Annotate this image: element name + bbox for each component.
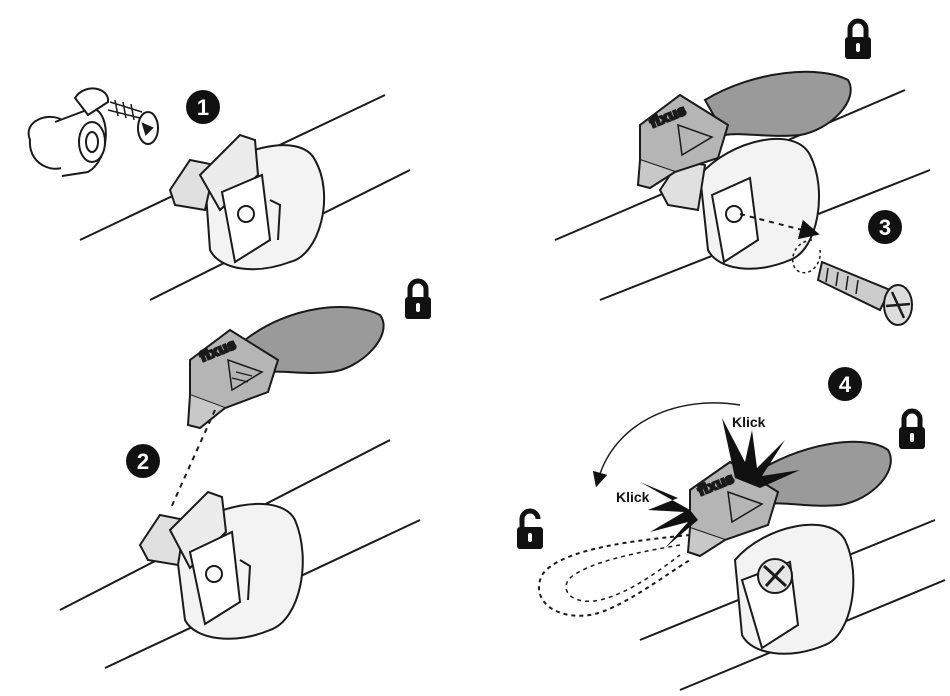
quick-release-lever-closed: fixus bbox=[686, 440, 892, 558]
handlebar-clamp bbox=[138, 490, 304, 640]
step-2-badge: 2 bbox=[126, 444, 160, 478]
quick-release-lever: fixus bbox=[636, 70, 852, 190]
screw-path-dashed-line bbox=[739, 213, 820, 240]
klick-label-lower: Klick bbox=[616, 489, 650, 505]
step-3-panel: fixus 3 bbox=[554, 21, 931, 326]
step-3-number: 3 bbox=[879, 215, 891, 240]
step-1-number: 1 bbox=[197, 95, 209, 120]
step-2-number: 2 bbox=[137, 449, 149, 474]
step-2-panel: fixus 2 bbox=[59, 281, 431, 669]
klick-burst-lower bbox=[640, 482, 698, 548]
alignment-dashed-line bbox=[169, 409, 216, 511]
screw bbox=[816, 260, 913, 326]
step-1-panel: 1 bbox=[27, 87, 411, 301]
step-3-badge: 3 bbox=[868, 210, 902, 244]
quick-release-lever: fixus bbox=[186, 306, 385, 430]
padlock-closed-icon bbox=[845, 21, 871, 59]
step-4-number: 4 bbox=[839, 372, 852, 397]
handlebar-clamp bbox=[733, 523, 855, 655]
step-4-badge: 4 bbox=[828, 367, 862, 401]
klick-burst-upper bbox=[722, 418, 800, 488]
padlock-open-icon bbox=[517, 511, 543, 549]
handlebar-clamp bbox=[168, 133, 326, 271]
quick-release-lever-open-outline-inner bbox=[565, 544, 681, 602]
padlock-closed-icon bbox=[405, 281, 431, 319]
step-4-panel: fixus Klick Klick 4 bbox=[517, 367, 946, 691]
handlebar-clamp bbox=[658, 137, 821, 270]
klick-label-upper: Klick bbox=[732, 414, 766, 430]
step-1-badge: 1 bbox=[186, 90, 220, 124]
quick-release-lever-open-outline bbox=[538, 534, 691, 617]
closing-motion-arrow bbox=[592, 402, 741, 488]
spacer-parts bbox=[27, 87, 159, 177]
padlock-closed-icon bbox=[899, 411, 925, 449]
